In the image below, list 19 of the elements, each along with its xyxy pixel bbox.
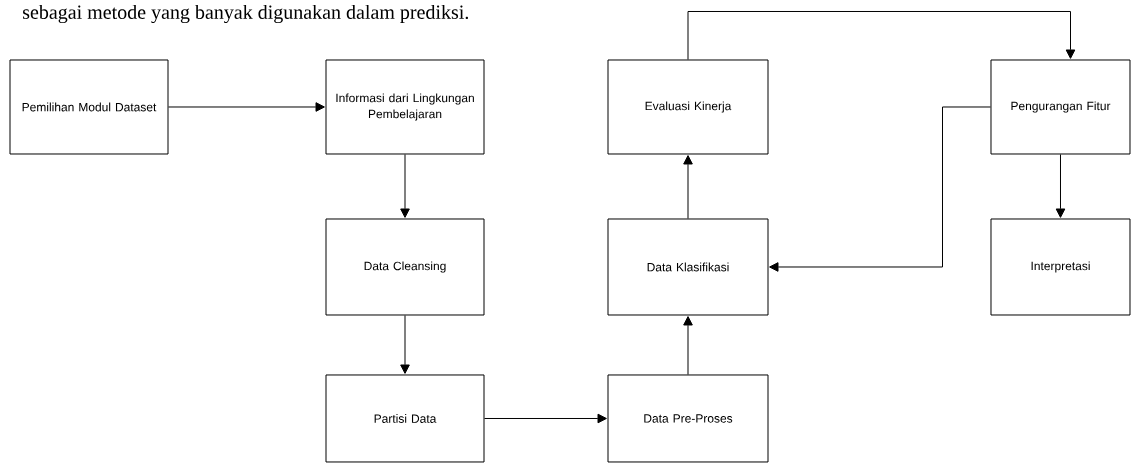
process-box: Partisi Data	[325, 374, 485, 463]
arrow	[683, 155, 693, 219]
process-box: Data Cleansing	[325, 218, 485, 316]
process-box: Evaluasi Kinerja	[607, 59, 769, 155]
process-box: Data Klasifikasi	[607, 218, 769, 316]
arrow	[484, 413, 607, 424]
body-text: sebagai metode yang banyak digunakan dalam prediksi.	[23, 4, 469, 24]
arrow	[687, 11, 1076, 60]
process-box: Informasi dari Lingkungan Pembelajaran	[325, 59, 485, 155]
process-box: Pemilihan Modul Dataset	[9, 59, 169, 155]
arrow	[400, 315, 410, 374]
process-box: Pengurangan Fitur	[990, 59, 1131, 155]
arrow	[400, 154, 410, 218]
arrow	[683, 316, 693, 375]
arrow	[168, 102, 325, 112]
arrow	[769, 106, 991, 272]
process-box: Interpretasi	[990, 218, 1131, 316]
process-box: Data Pre-Proses	[607, 374, 769, 463]
arrow	[1055, 154, 1066, 218]
